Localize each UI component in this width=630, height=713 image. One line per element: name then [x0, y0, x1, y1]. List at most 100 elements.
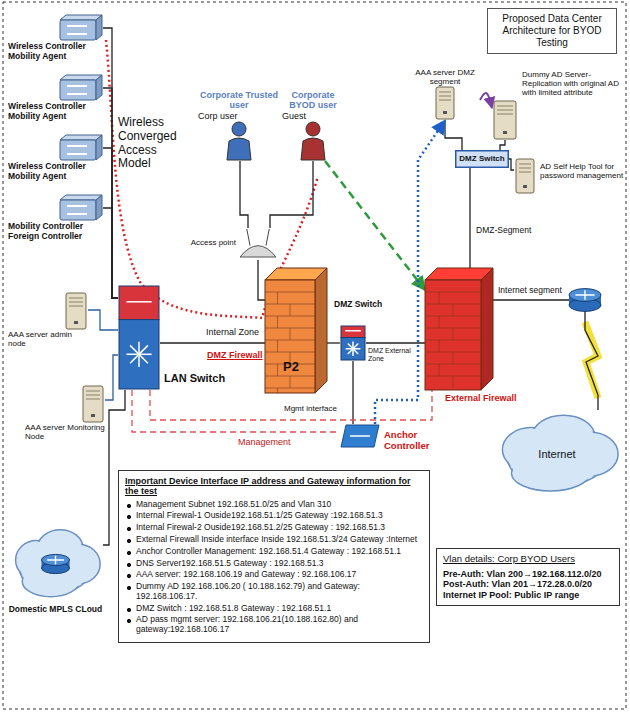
icon-shape: [265, 340, 315, 341]
wireless-controller: Wireless Controller Mobility Agent: [8, 134, 103, 182]
icon-shape: [266, 229, 269, 246]
node-label: DNS Server192.168.51.5 Gateway : 192.168…: [125, 559, 423, 569]
icon-shape: [96, 75, 102, 100]
icon-shape: [96, 15, 102, 40]
icon-shape: [277, 340, 278, 352]
node-label: Wireless Controller Mobility Agent: [8, 102, 103, 122]
icon-shape: [425, 292, 481, 293]
icon-shape: [350, 435, 370, 437]
connector-label: Management: [238, 437, 291, 447]
zone-label: Internal Zone: [206, 327, 264, 337]
user-icon: Corporate Trusted userCorp user: [198, 90, 280, 161]
icon-shape: [277, 388, 278, 393]
icon-shape: [513, 457, 589, 490]
node-label: Corporate BYOD user: [282, 90, 344, 111]
icon-shape: [453, 376, 454, 388]
icon-shape: [66, 293, 86, 329]
connector: [160, 342, 265, 343]
node-label: AAA server Monitoring Node: [25, 423, 105, 441]
router-symbol: [47, 556, 64, 564]
icon-shape: [69, 298, 83, 299]
icon-shape: [96, 135, 102, 160]
icon-shape: [301, 138, 325, 160]
icon-shape: [519, 164, 531, 165]
icon-shape: [69, 306, 83, 307]
zone-label: DMZ External Zone: [368, 347, 414, 363]
icon-graphic: [265, 268, 327, 393]
connector: [103, 208, 118, 298]
icon-shape: [83, 386, 103, 422]
icon-graphic: [425, 268, 493, 390]
icon-shape: [96, 195, 102, 220]
node-label: Management Subnet 192.168.51.0/25 and Vl…: [125, 500, 423, 510]
zone-label: Internet segment: [498, 286, 574, 296]
icon-shape: [130, 345, 148, 363]
connector: [327, 342, 340, 343]
zone-label: DMZ-Segment: [476, 226, 538, 236]
icon-graphic: [238, 228, 278, 260]
icon-shape: [60, 200, 96, 220]
icon-shape: [290, 328, 291, 340]
node-label: Mobility Controller Foreign Controller: [8, 222, 103, 242]
icon-graphic: [340, 325, 366, 361]
icon-shape: [439, 96, 451, 97]
external-firewall: External Firewall: [425, 268, 493, 390]
icon-shape: [232, 122, 246, 136]
icon-shape: [523, 185, 527, 188]
node-label: Post-Auth: Vlan 201→172.28.0.0/20: [443, 579, 613, 589]
icon-shape: [439, 340, 440, 352]
node-label: Vlan details: Corp BYOD Users: [443, 554, 613, 565]
aaa-server: AAA server admin node: [8, 292, 88, 348]
connector: [500, 140, 505, 150]
icon-shape: [67, 145, 87, 147]
icon-shape: [453, 352, 454, 364]
access-point: Access point: [238, 228, 278, 260]
icon-graphic: [492, 100, 518, 140]
connector: [352, 361, 353, 424]
router-symbol: [42, 554, 70, 565]
wireless-controller: Wireless Controller Mobility Agent: [8, 14, 103, 62]
info-box: Important Device Interface IP address an…: [118, 470, 430, 643]
icon-graphic: [64, 292, 88, 330]
icon-shape: [67, 93, 87, 95]
router-symbol: [575, 290, 594, 300]
icon-graphic: [514, 158, 536, 194]
icon-shape: [453, 328, 454, 340]
icon-shape: [456, 151, 509, 168]
icon-shape: [315, 268, 327, 393]
zone-label: Wireless Converged Access Model: [118, 116, 192, 171]
node-label: DMZ Firewall: [207, 350, 267, 360]
icon-shape: [439, 364, 440, 376]
node-label: Access point: [186, 238, 236, 247]
vlan-box: Vlan details: Corp BYOD UsersPre-Auth: V…: [436, 548, 620, 606]
node-label: Pre-Auth: Vlan 200→192.168.112.0/20: [443, 569, 613, 579]
node-label: Wireless Controller Mobility Agent: [8, 42, 103, 62]
connector: [258, 260, 265, 300]
aaa-server: AAA server DMZ segment: [410, 68, 480, 120]
icon-shape: [345, 330, 361, 332]
icon-shape: [265, 388, 315, 389]
node-label: DMZ Switch: [459, 154, 504, 163]
icon-shape: [126, 301, 151, 303]
icon-shape: [306, 122, 320, 136]
icon-graphic: [81, 385, 105, 423]
ad-server: Dummy AD Server-Replication with origina…: [492, 100, 518, 140]
user-icon: Corporate BYOD userGuest: [282, 90, 344, 161]
connector: [150, 390, 432, 420]
icon-shape: [497, 110, 513, 111]
node-label: Anchor Controller Management: 192.168.51…: [125, 547, 423, 557]
icon-shape: [86, 395, 100, 396]
icon-shape: [277, 364, 278, 376]
node-label: Internal Firewal-1 Ouside192.168.51.1/25…: [125, 511, 423, 521]
connector: [325, 161, 425, 290]
icon-shape: [119, 286, 159, 320]
node-label: AAA server DMZ segment: [410, 68, 480, 86]
icon-shape: [67, 205, 87, 207]
icon-shape: [439, 92, 451, 93]
node-label: Corporate Trusted user: [198, 90, 280, 111]
aaa-server: AAA server Monitoring Node: [25, 385, 105, 441]
node-label: AD pass mgmt server: 192.168.106.21(10.1…: [125, 615, 423, 635]
connector: [509, 159, 514, 170]
connector: [445, 120, 462, 150]
lan-switch: LAN Switch: [118, 285, 160, 390]
